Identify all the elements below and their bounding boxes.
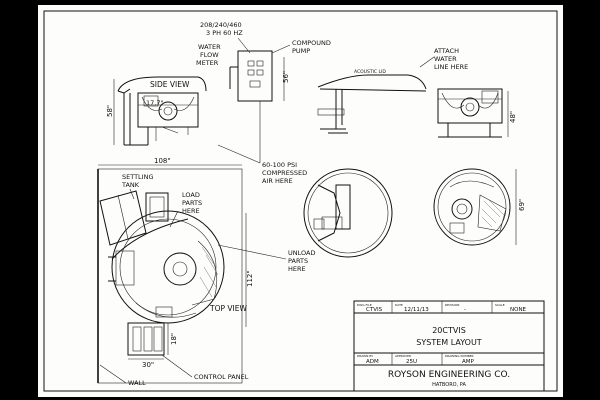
wall-label: WALL: [128, 379, 146, 387]
model-number: 20CTVIS: [432, 326, 466, 335]
approved-label: APPROVED: [395, 354, 412, 358]
bowl-top-view: [433, 168, 511, 246]
main-top-view: [97, 168, 243, 384]
acoustic-lid-label: ACOUSTIC LID: [354, 69, 386, 75]
revision-value: -: [464, 307, 466, 313]
side-view-machine: [117, 76, 207, 146]
file-label: DWG FILE: [357, 303, 372, 307]
dim-69: 69": [518, 199, 526, 211]
top-view-label: TOP VIEW: [209, 304, 247, 313]
dim-112: 112": [246, 270, 254, 287]
drawing-number-value: AMP: [462, 359, 475, 365]
control-panel-label: CONTROL PANEL: [194, 373, 249, 381]
scale-value: NONE: [510, 307, 527, 313]
file-value: CTVIS: [366, 307, 383, 313]
dim-56: 56": [282, 71, 290, 83]
company-location: HATBORO, PA: [432, 382, 466, 388]
power-label: 208/240/460 3 PH 60 HZ: [200, 21, 244, 37]
dim-18: 18": [170, 333, 178, 345]
date-label: DATE: [395, 303, 403, 307]
lid-top-view: [303, 168, 393, 258]
dim-30: 30": [142, 361, 154, 369]
dim-17: 17.7": [146, 99, 163, 107]
sheet-border: [43, 10, 558, 392]
compound-pump-cabinet: [229, 44, 291, 163]
scale-label: SCALE: [495, 303, 505, 307]
power-line-1: 208/240/460: [200, 21, 242, 29]
company-name: ROYSON ENGINEERING CO.: [388, 370, 510, 380]
revision-label: REVISION: [445, 303, 459, 307]
approved-value: 25U: [406, 359, 417, 365]
drawing-title: SYSTEM LAYOUT: [416, 338, 482, 347]
drawn-value: ADM: [366, 359, 379, 365]
drawn-label: DRAWN BY: [357, 354, 373, 358]
right-elevation: [437, 88, 503, 138]
side-view-label: SIDE VIEW: [150, 80, 190, 89]
dim-48: 48": [509, 111, 517, 123]
title-block: [353, 300, 545, 392]
power-line-2: 3 PH 60 HZ: [206, 29, 243, 37]
drawing-number-label: DRAWING NUMBER: [445, 354, 474, 358]
dim-58: 58": [106, 105, 114, 117]
dim-108: 108": [154, 157, 171, 165]
date-value: 12/11/13: [404, 307, 429, 313]
acoustic-lid-view: [317, 74, 427, 134]
